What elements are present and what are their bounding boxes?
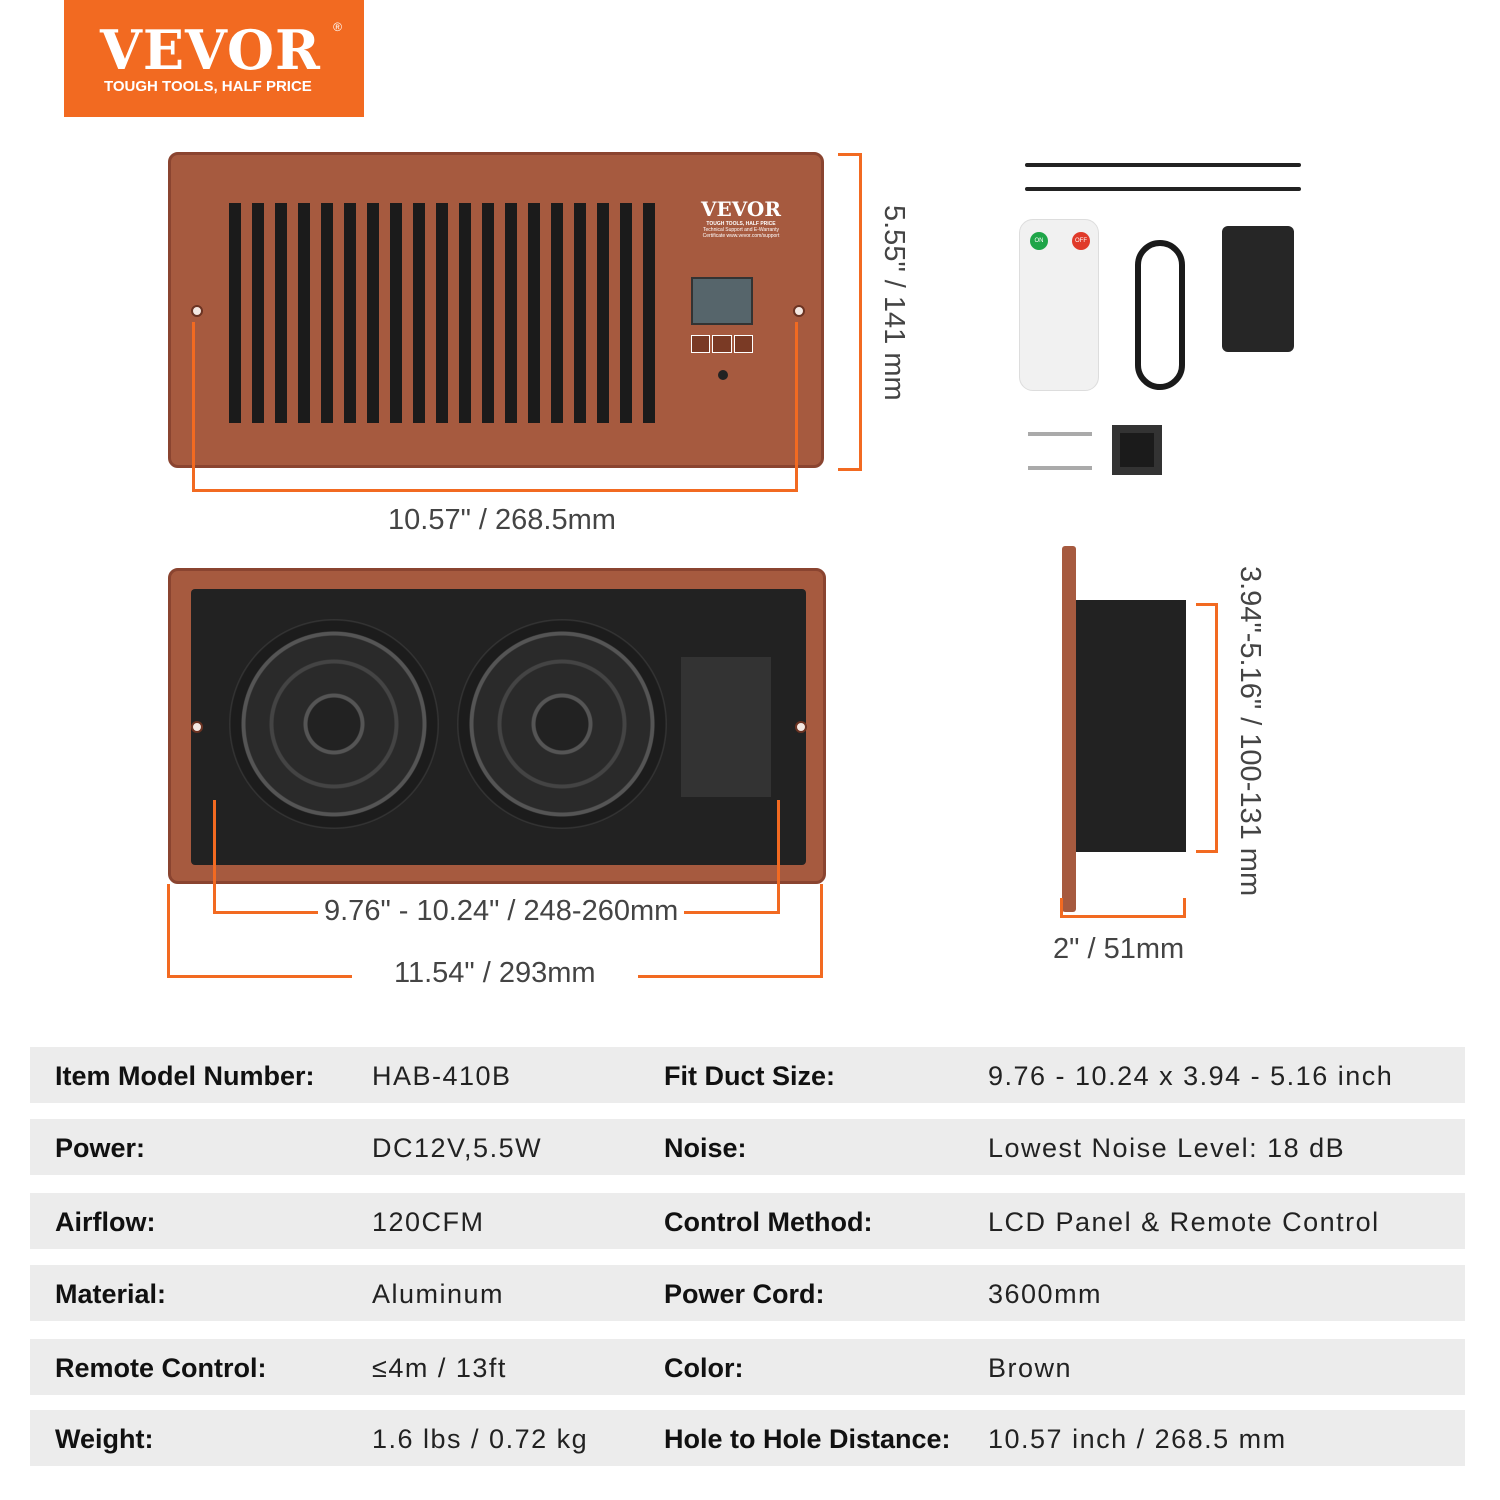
spec-value: 1.6 lbs / 0.72 kg <box>372 1424 589 1454</box>
screw-hole <box>795 721 807 733</box>
remote-on-button: ON <box>1030 232 1048 250</box>
duct-height-dimension-line <box>1196 603 1218 853</box>
front-width-label: 10.57" / 268.5mm <box>388 504 616 536</box>
screw <box>1028 432 1092 436</box>
spec-value: 3600mm <box>988 1279 1103 1309</box>
fan <box>229 619 439 829</box>
spec-value: Brown <box>988 1353 1073 1383</box>
right-button <box>733 335 753 353</box>
spec-row: Material: Aluminum Power Cord: 3600mm <box>30 1265 1465 1321</box>
vent-support-line2: Certificate www.vevor.com/support <box>702 233 780 239</box>
fan <box>457 619 667 829</box>
grille-slat <box>436 203 448 423</box>
screw <box>1028 466 1092 470</box>
vent-support-line1: Technical Support and E-Warranty <box>703 227 779 233</box>
fan-box-side <box>1076 600 1186 852</box>
spec-value: ≤4m / 13ft <box>372 1353 507 1383</box>
grille-slat <box>551 203 563 423</box>
logo-brand: VEVOR <box>100 18 321 82</box>
grille-slat <box>229 203 241 423</box>
screw-hole <box>793 305 805 317</box>
vent-side-view <box>1062 546 1076 912</box>
left-button <box>712 335 732 353</box>
front-height-dimension-line <box>838 153 862 471</box>
grille-slat <box>367 203 379 423</box>
spec-label: Power Cord: <box>664 1279 825 1309</box>
spec-label: Color: <box>664 1353 744 1383</box>
spec-row: Item Model Number: HAB-410B Fit Duct Size:… <box>30 1047 1465 1103</box>
spec-label: Power: <box>55 1133 146 1163</box>
front-height-label: 5.55" / 141 mm <box>878 205 910 401</box>
grille-slat <box>620 203 632 423</box>
vent-brand: VEVOR <box>701 197 781 221</box>
spec-value: Aluminum <box>372 1279 505 1309</box>
grille-slat <box>597 203 609 423</box>
vevor-logo: VEVOR ® TOUGH TOOLS, HALF PRICE <box>64 0 364 117</box>
depth-label: 2" / 51mm <box>1053 933 1185 965</box>
grille-slat <box>321 203 333 423</box>
vent-tagline: TOUGH TOOLS, HALF PRICE <box>706 221 776 227</box>
grille-slat <box>344 203 356 423</box>
power-cord <box>1135 240 1185 390</box>
spec-label: Item Model Number: <box>55 1061 315 1091</box>
vent-brand-label: VEVOR TOUGH TOOLS, HALF PRICE Technical … <box>691 197 791 239</box>
grille-slat <box>252 203 264 423</box>
spec-row: Airflow: 120CFM Control Method: LCD Panel &… <box>30 1193 1465 1249</box>
power-adapter <box>1222 226 1294 352</box>
spec-value: 9.76 - 10.24 x 3.94 - 5.16 inch <box>988 1061 1394 1091</box>
spec-value: Lowest Noise Level: 18 dB <box>988 1133 1346 1163</box>
spec-value: HAB-410B <box>372 1061 512 1091</box>
grille-slat <box>643 203 655 423</box>
cable-tie <box>1025 163 1301 167</box>
remote-control: ON OFF <box>1019 219 1099 391</box>
grille-slat <box>298 203 310 423</box>
spec-label: Noise: <box>664 1133 747 1163</box>
grille-slat <box>390 203 402 423</box>
spec-label: Material: <box>55 1279 167 1309</box>
logo-registered: ® <box>333 20 342 34</box>
grille-slat <box>275 203 287 423</box>
remote-off-button: OFF <box>1072 232 1090 250</box>
spec-label: Hole to Hole Distance: <box>664 1424 951 1454</box>
grille-slat <box>574 203 586 423</box>
screw-hole <box>191 721 203 733</box>
lcd-display <box>691 277 753 325</box>
spec-value: 10.57 inch / 268.5 mm <box>988 1424 1287 1454</box>
grille-slat <box>413 203 425 423</box>
depth-dimension-line <box>1060 898 1186 918</box>
spec-label: Control Method: <box>664 1207 873 1237</box>
spec-row: Remote Control: ≤4m / 13ft Color: Brown <box>30 1339 1465 1395</box>
control-buttons <box>691 335 753 353</box>
spec-value: DC12V,5.5W <box>372 1133 543 1163</box>
menu-button <box>691 335 711 353</box>
grille-slat <box>528 203 540 423</box>
ir-sensor <box>718 370 728 380</box>
cable-tie-mount <box>1112 425 1162 475</box>
grille-slat <box>505 203 517 423</box>
spec-label: Remote Control: <box>55 1353 267 1383</box>
vent-back-view <box>168 568 826 884</box>
overall-width-label: 11.54" / 293mm <box>352 957 638 990</box>
spec-row: Power: DC12V,5.5W Noise: Lowest Noise Level… <box>30 1119 1465 1175</box>
spec-value: 120CFM <box>372 1207 485 1237</box>
vent-front-view: VEVOR TOUGH TOOLS, HALF PRICE Technical … <box>168 152 824 468</box>
screw-hole <box>191 305 203 317</box>
grille-slat <box>459 203 471 423</box>
grille-slat <box>482 203 494 423</box>
spec-label: Weight: <box>55 1424 154 1454</box>
logo-tagline: TOUGH TOOLS, HALF PRICE <box>104 78 312 95</box>
cable-tie <box>1025 187 1301 191</box>
control-box <box>681 657 771 797</box>
duct-height-label: 3.94"-5.16" / 100-131 mm <box>1234 566 1266 897</box>
duct-width-label: 9.76" - 10.24" / 248-260mm <box>318 895 685 928</box>
spec-row: Weight: 1.6 lbs / 0.72 kg Hole to Hole Dis… <box>30 1410 1465 1466</box>
spec-label: Airflow: <box>55 1207 156 1237</box>
front-width-dimension-line <box>192 322 798 492</box>
spec-label: Fit Duct Size: <box>664 1061 836 1091</box>
spec-value: LCD Panel & Remote Control <box>988 1207 1380 1237</box>
